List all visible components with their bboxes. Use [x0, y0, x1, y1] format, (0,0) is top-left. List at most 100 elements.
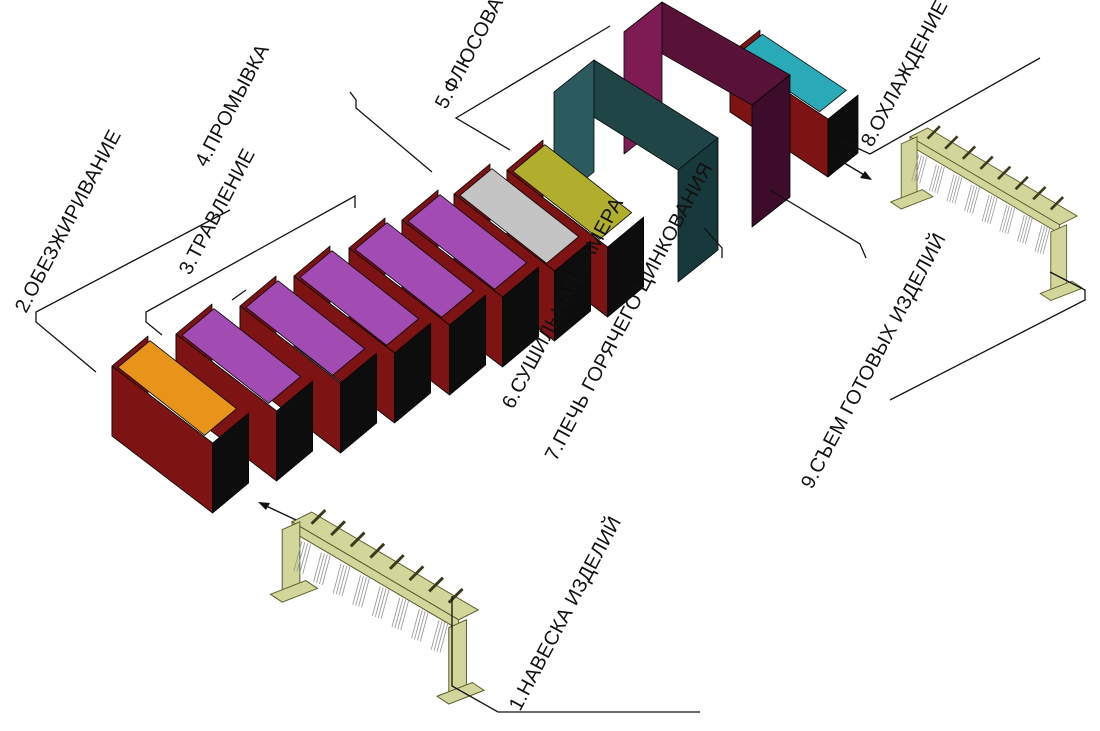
label-stage-5: 5.ФЛЮСОВАНИЕ [431, 0, 528, 112]
hanging-part [380, 589, 390, 619]
hanging-part [400, 600, 410, 631]
tank-end-face [394, 322, 432, 424]
label-stage-4: 4.ПРОМЫВКА [191, 40, 274, 170]
crane-arm [1014, 175, 1029, 191]
tank-end-face [827, 94, 859, 178]
hanging-part [296, 542, 306, 572]
leader-stage-7 [769, 189, 867, 259]
label-stage-1: 1.НАВЕСКА ИЗДЕЛИЙ [503, 512, 626, 714]
hanging-part [419, 611, 429, 642]
hanging-part [954, 177, 963, 204]
hanging-part [966, 185, 975, 213]
tank-end-face [607, 216, 645, 318]
hanging-part [316, 553, 325, 584]
hanging-part [1024, 217, 1033, 245]
hanging-part [1019, 215, 1028, 243]
hanging-part [332, 563, 342, 594]
hanging-part [358, 577, 367, 607]
label-stage-3: 3.ТРАВЛЕНИЕ [175, 145, 260, 278]
crane-beam-side [291, 520, 460, 631]
hanging-part [989, 197, 998, 225]
hanging-part [969, 186, 978, 214]
crane-arm [349, 531, 366, 548]
hanging-part [919, 156, 928, 184]
hanging-part [1037, 226, 1046, 253]
label-stage-2: 2.ОБЕЗЖИРИВАНИЕ [11, 126, 126, 316]
hanging-part [374, 587, 384, 617]
leader-stage-9 [889, 271, 1086, 401]
hanging-part [984, 195, 993, 223]
leader-stage-8 [839, 57, 1041, 155]
hanging-part [338, 565, 348, 596]
tank-end-face [502, 266, 540, 368]
hanging-part [313, 552, 322, 583]
label-stage-9: 9.СЪЕМ ГОТОВЫХ ИЗДЕЛИЙ [795, 229, 950, 493]
hanging-part [1007, 207, 1016, 235]
hanging-part [981, 194, 990, 222]
tank-end-face [340, 352, 378, 454]
hanging-part [391, 597, 401, 628]
hanging-part [417, 610, 426, 641]
leader-stage-2 [35, 209, 231, 373]
crane-arm [369, 542, 386, 559]
tank-degrease [111, 335, 250, 514]
arrow-head-loading [258, 502, 270, 510]
tank-end-face [212, 412, 250, 514]
hanging-part [361, 578, 370, 608]
hanging-part [321, 555, 331, 586]
leader-stage-4 [349, 91, 433, 173]
hanging-part [293, 541, 303, 571]
box-side [751, 74, 791, 228]
tank-liquid-surface [459, 168, 580, 264]
box-side [677, 137, 719, 283]
hanging-part [433, 621, 443, 651]
crane-arm [330, 520, 346, 537]
hanging-part [355, 576, 364, 606]
leader-lines-layer [35, 25, 1086, 713]
hanging-part [951, 176, 960, 203]
crane-arm [979, 155, 994, 170]
crane-arm [408, 565, 425, 582]
hanging-part [946, 174, 955, 202]
tank-liquid-surface [735, 33, 847, 113]
hanging-part [430, 620, 440, 650]
crane-arm [1049, 196, 1065, 211]
crane-arm [961, 145, 977, 160]
hanging-part [964, 184, 972, 212]
hanging-part [302, 544, 312, 574]
hanging-part [439, 623, 449, 653]
hanging-part [936, 167, 945, 194]
tank-liquid-surface [117, 340, 238, 436]
tank-end-face [449, 294, 487, 396]
hanging-part [394, 598, 404, 629]
leader-stage-5 [454, 25, 611, 151]
crane-loading [269, 509, 486, 705]
hanging-part [377, 588, 387, 618]
arrow-head-unloading [860, 171, 872, 180]
hanging-part [411, 608, 420, 639]
hanging-part [1039, 226, 1048, 254]
hanging-part [1034, 225, 1043, 252]
crane-arm [310, 509, 327, 525]
hanging-part [414, 609, 423, 640]
hanging-part [931, 165, 940, 192]
hanging-part [916, 156, 925, 183]
hanging-part [371, 586, 381, 616]
crane-arm [944, 135, 959, 150]
crane-unloading [889, 125, 1084, 301]
hanging-part [1002, 205, 1010, 233]
tanks-layer [111, 1, 859, 514]
hanging-part [335, 564, 345, 595]
hanging-part [341, 566, 351, 597]
crane-right-foot [435, 681, 486, 705]
tank-liquid-surface [354, 222, 475, 318]
crane-arm [1032, 186, 1047, 201]
hanging-part [949, 175, 958, 203]
crane-arm [926, 125, 941, 140]
crane-left-foot [889, 189, 934, 210]
hanging-part [436, 622, 446, 652]
crane-arm [447, 587, 464, 604]
crane-beam-side [909, 136, 1061, 235]
